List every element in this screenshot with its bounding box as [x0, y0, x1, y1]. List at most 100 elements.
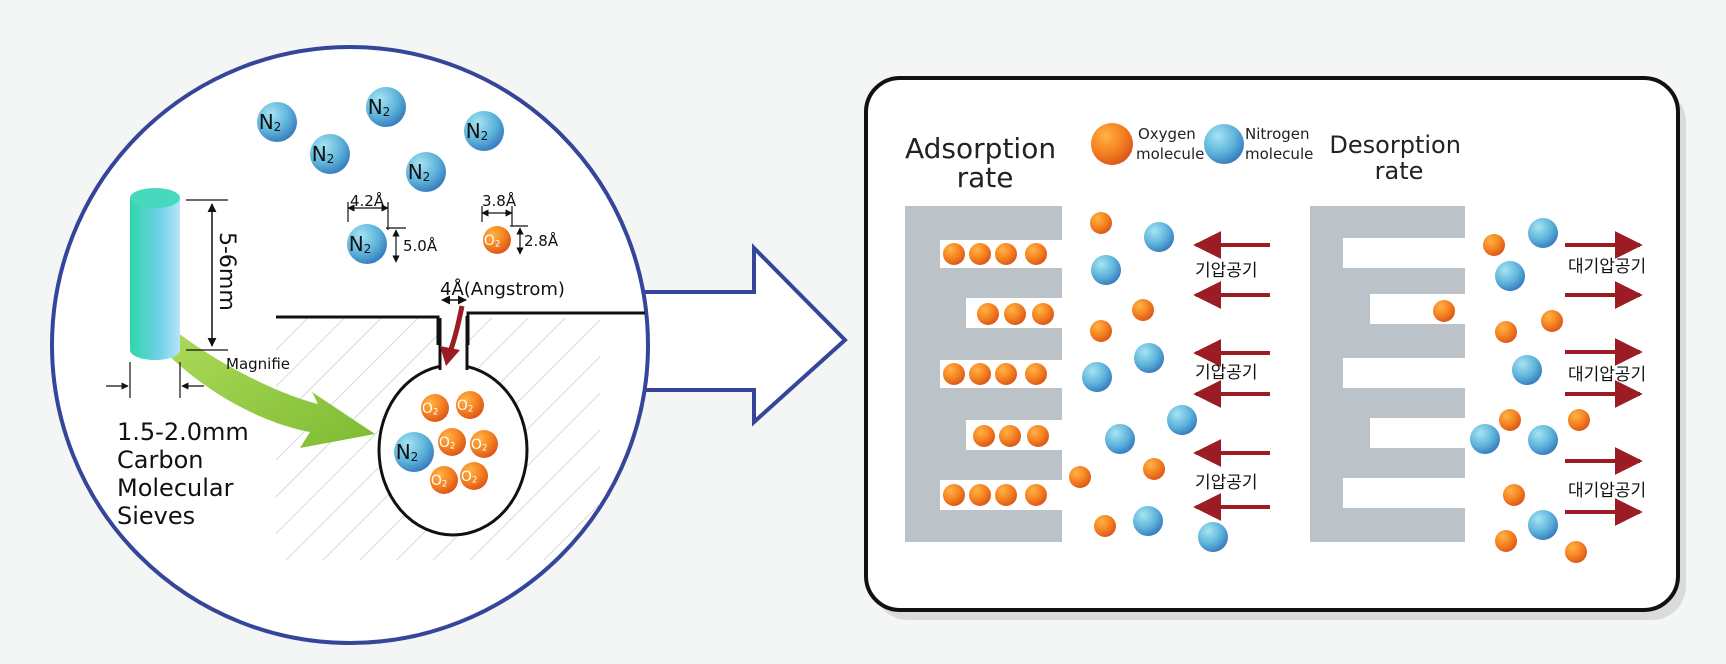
pressurized-air-label: 기압공기 — [1195, 363, 1258, 383]
nitrogen-molecule — [1167, 405, 1197, 435]
oxygen-molecule — [1541, 310, 1563, 332]
atmospheric-air-arrows: 대기압공기 대기압공기 대기압공기 — [1565, 231, 1646, 526]
nitrogen-molecule — [1134, 343, 1164, 373]
oxygen-molecule — [995, 363, 1017, 385]
oxygen-molecule — [1025, 243, 1047, 265]
magnified-view: 4Å(Angstrom) 5-6mm Magnifie 1.5-2.0mm — [50, 45, 848, 645]
n2-width-label: 4.2Å — [350, 191, 385, 210]
sieve-caption: 1.5-2.0mm Carbon Molecular Sieves — [117, 418, 256, 530]
nitrogen-legend-label: Nitrogen molecule — [1245, 125, 1314, 163]
nitrogen-molecule: N2 — [310, 134, 350, 174]
oxygen-molecule — [1499, 409, 1521, 431]
oxygen-molecule — [969, 243, 991, 265]
oxygen-molecule — [1495, 530, 1517, 552]
n2-size-dimension: 4.2Å 5.0Å — [347, 191, 438, 263]
oxygen-molecule — [1090, 212, 1112, 234]
oxygen-molecule — [1483, 234, 1505, 256]
atmospheric-air-label: 대기압공기 — [1568, 257, 1646, 277]
nitrogen-molecule — [1470, 424, 1500, 454]
oxygen-molecule — [1025, 363, 1047, 385]
oxygen-molecule — [1090, 320, 1112, 342]
oxygen-molecule — [995, 243, 1017, 265]
oxygen-legend-swatch — [1091, 123, 1133, 165]
nitrogen-molecule: N2 — [464, 111, 504, 151]
oxygen-molecule — [943, 484, 965, 506]
nitrogen-molecule — [1528, 218, 1558, 248]
atmospheric-air-label: 대기압공기 — [1568, 481, 1646, 501]
nitrogen-molecule — [1495, 261, 1525, 291]
oxygen-molecule — [973, 425, 995, 447]
o2-width-label: 3.8Å — [482, 191, 517, 210]
oxygen-molecule — [1032, 303, 1054, 325]
nitrogen-molecule — [1528, 425, 1558, 455]
sieve-caption-line: Molecular — [117, 474, 234, 502]
oxygen-molecule — [995, 484, 1017, 506]
cylinder-width-dimension — [106, 362, 204, 398]
adsorption-title: Adsorption rate — [905, 132, 1065, 194]
sieve-caption-line: Sieves — [117, 502, 195, 530]
magnify-arrow — [136, 305, 375, 448]
carbon-sieve-cylinder — [130, 188, 180, 360]
n2-height-label: 5.0Å — [403, 236, 438, 255]
oxygen-molecule: O2 — [430, 466, 458, 494]
cylinder-length-label: 5-6mm — [214, 232, 239, 311]
nitrogen-molecule — [1528, 510, 1558, 540]
pore-size-dimension: 4Å(Angstrom) — [440, 278, 565, 305]
pressurized-air-arrows: 기압공기 기압공기 기압공기 — [1193, 231, 1270, 521]
legend: Oxygen molecule Nitrogen molecule — [1091, 123, 1314, 165]
desorption-title: Desorption rate — [1329, 131, 1468, 185]
nitrogen-molecule — [1091, 255, 1121, 285]
nitrogen-molecule — [1198, 522, 1228, 552]
oxygen-molecule: O2 — [470, 430, 498, 458]
oxygen-molecule — [1132, 299, 1154, 321]
panel-molecules — [943, 212, 1590, 563]
nitrogen-molecule — [1144, 222, 1174, 252]
oxygen-molecule — [969, 363, 991, 385]
oxygen-molecule: O2 — [438, 428, 466, 456]
oxygen-molecule — [969, 484, 991, 506]
oxygen-molecule: O2 — [421, 394, 449, 422]
oxygen-molecule — [1495, 321, 1517, 343]
oxygen-molecule — [1433, 300, 1455, 322]
oxygen-legend-label: Oxygen molecule — [1136, 125, 1204, 163]
o2-height-label: 2.8Å — [524, 231, 559, 250]
pore-size-label: 4Å(Angstrom) — [440, 278, 565, 300]
magnify-label: Magnifie — [226, 355, 290, 373]
oxygen-molecule — [977, 303, 999, 325]
adsorption-sieve — [905, 206, 1062, 542]
oxygen-molecule — [1143, 458, 1165, 480]
oxygen-molecule — [1027, 425, 1049, 447]
oxygen-molecule — [1568, 409, 1590, 431]
rate-panel: Adsorption rate Desorption rate Oxygen m… — [864, 76, 1686, 620]
nitrogen-molecule: N2 — [366, 87, 406, 127]
nitrogen-molecule — [1133, 506, 1163, 536]
oxygen-molecule — [1069, 466, 1091, 488]
oxygen-molecule: O2 — [456, 391, 484, 419]
pressurized-air-label: 기압공기 — [1195, 473, 1258, 493]
oxygen-molecule — [1004, 303, 1026, 325]
oxygen-molecule — [1094, 515, 1116, 537]
oxygen-molecule — [943, 363, 965, 385]
oxygen-molecule — [1503, 484, 1525, 506]
atmospheric-air-label: 대기압공기 — [1568, 365, 1646, 385]
desorption-sieve — [1310, 206, 1465, 542]
cylinder-length-dimension: 5-6mm — [186, 199, 239, 351]
nitrogen-molecule — [1082, 362, 1112, 392]
oxygen-molecule — [999, 425, 1021, 447]
nitrogen-molecule: N2 — [406, 152, 446, 192]
oxygen-molecule — [1565, 541, 1587, 563]
nitrogen-molecule: N2 — [257, 102, 297, 142]
oxygen-molecule: O2 — [483, 226, 511, 254]
nitrogen-molecule — [1512, 355, 1542, 385]
oxygen-molecule: O2 — [460, 462, 488, 490]
sieve-caption-line: Carbon — [117, 446, 203, 474]
nitrogen-molecule: N2 — [347, 224, 387, 264]
o2-size-dimension: 3.8Å 2.8Å — [481, 191, 559, 255]
nitrogen-legend-swatch — [1204, 124, 1244, 164]
sieve-caption-line: 1.5-2.0mm — [117, 418, 249, 446]
pressurized-air-label: 기압공기 — [1195, 261, 1258, 281]
nitrogen-molecule: N2 — [394, 432, 434, 472]
oxygen-molecule — [1025, 484, 1047, 506]
nitrogen-molecule — [1105, 424, 1135, 454]
